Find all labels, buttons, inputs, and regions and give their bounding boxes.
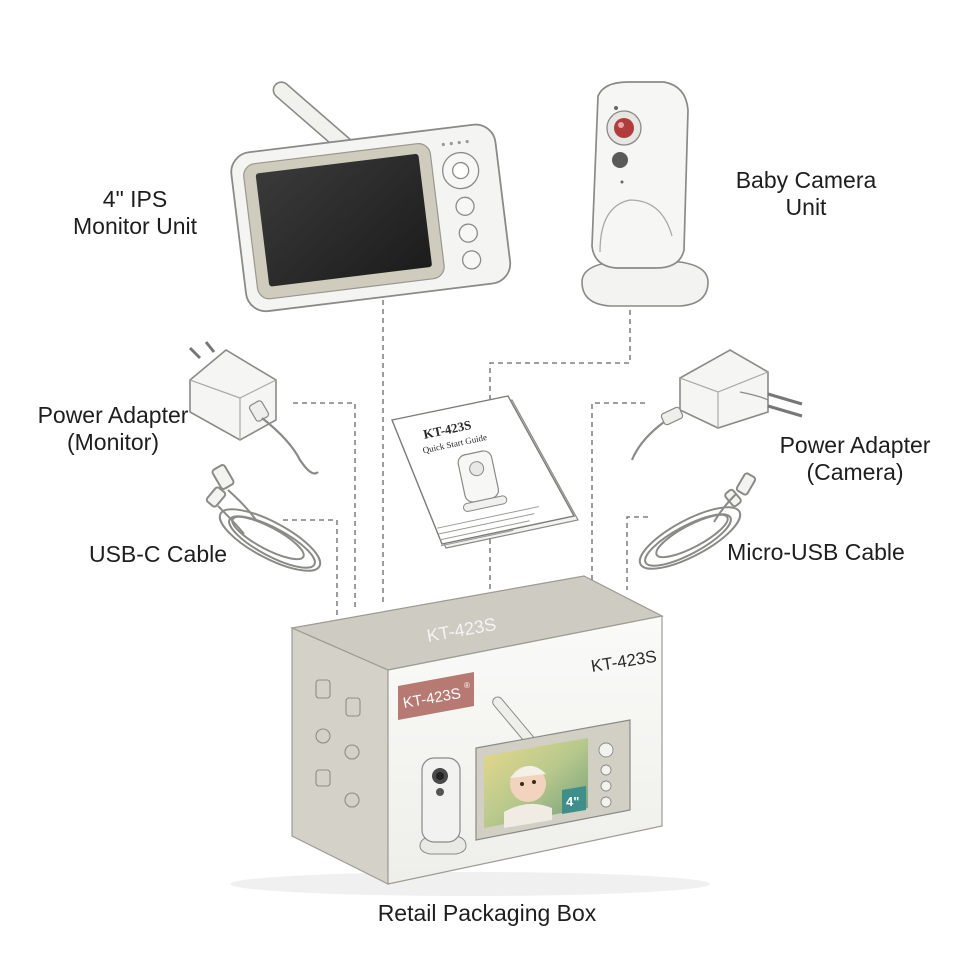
microusb-label-text: Micro-USB Cable bbox=[727, 539, 905, 565]
adapter-monitor-label: Power Adapter (Monitor) bbox=[18, 402, 208, 456]
box-badge-mark: ® bbox=[464, 681, 470, 690]
leader-microusb bbox=[626, 516, 648, 590]
leader-adapter-monitor bbox=[293, 402, 356, 610]
box-label: Retail Packaging Box bbox=[352, 900, 622, 927]
power-button bbox=[461, 250, 482, 270]
camera-label-line2: Unit bbox=[785, 194, 827, 220]
camera-label: Baby Camera Unit bbox=[718, 167, 894, 221]
camera-lens bbox=[614, 118, 634, 138]
monitor-buttons bbox=[442, 151, 482, 270]
camera-label-line1: Baby Camera bbox=[735, 167, 877, 193]
adapter-camera-device bbox=[630, 349, 803, 461]
adapter-camera-label-line1: Power Adapter bbox=[779, 432, 931, 458]
leader-usbc bbox=[283, 519, 338, 615]
box-left bbox=[291, 627, 389, 885]
usbc-label-text: USB-C Cable bbox=[88, 541, 228, 567]
box-side-icons bbox=[315, 679, 361, 808]
camera-base bbox=[581, 261, 709, 307]
monitor-label-line1: 4" IPS bbox=[102, 186, 168, 212]
monitor-screen bbox=[255, 153, 432, 287]
adapter-camera-label-line2: (Camera) bbox=[806, 459, 904, 485]
retail-box: KT-423S KT-423S KT-423S ® bbox=[230, 575, 710, 896]
adapter-monitor-label-line1: Power Adapter bbox=[37, 402, 189, 428]
adapter-monitor-device bbox=[188, 341, 319, 475]
box-screen-size: 4" bbox=[566, 794, 579, 809]
monitor-label: 4" IPS Monitor Unit bbox=[60, 186, 210, 240]
menu-button bbox=[455, 196, 475, 216]
box-camera-image bbox=[419, 757, 467, 855]
usbc-cable-device bbox=[205, 464, 322, 572]
leader-adapter-camera bbox=[591, 402, 645, 588]
usbc-label: USB-C Cable bbox=[78, 541, 238, 568]
box-label-text: Retail Packaging Box bbox=[377, 900, 597, 926]
microusb-label: Micro-USB Cable bbox=[712, 539, 920, 566]
talk-button bbox=[458, 223, 478, 243]
camera-sensor bbox=[612, 152, 628, 168]
monitor-unit bbox=[230, 81, 512, 313]
adapter-monitor-label-line2: (Monitor) bbox=[66, 429, 159, 455]
camera-body bbox=[591, 81, 689, 269]
box-monitor-image: 4" bbox=[475, 696, 631, 841]
microusb-cable-device bbox=[638, 472, 757, 570]
quick-start-guide: KT-423S Quick Start Guide bbox=[391, 395, 579, 549]
monitor-label-line2: Monitor Unit bbox=[73, 213, 197, 239]
box-badge: KT-423S ® bbox=[398, 672, 474, 720]
adapter-camera-label: Power Adapter (Camera) bbox=[762, 432, 948, 486]
camera-unit bbox=[581, 81, 709, 307]
